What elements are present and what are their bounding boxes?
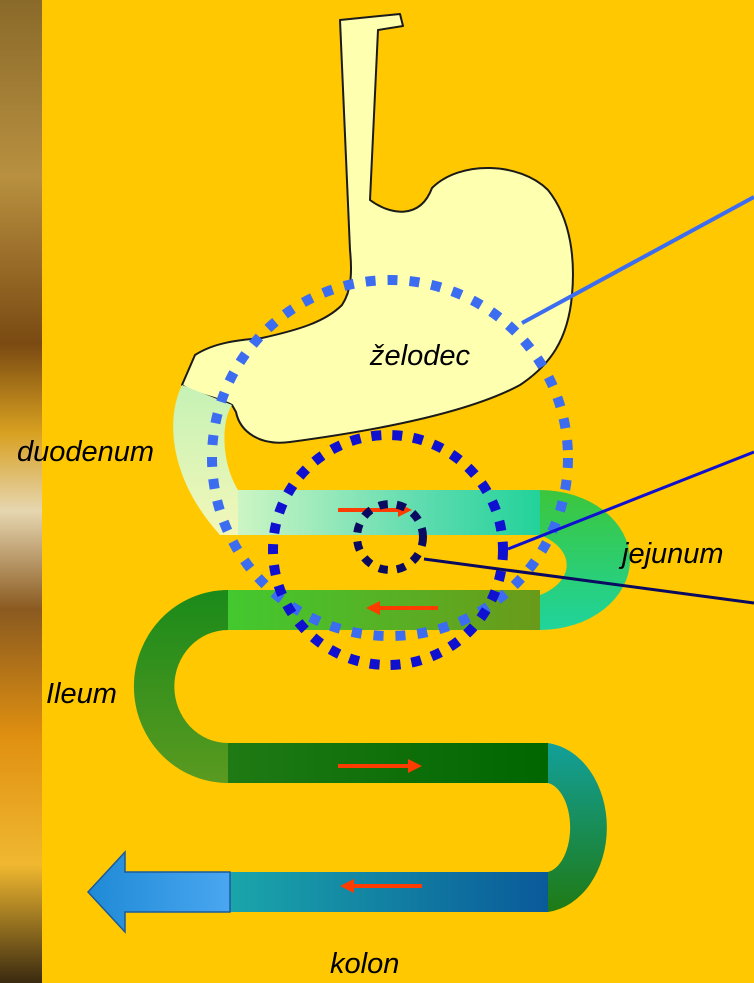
intestine-curve-right-lower [548,743,607,912]
colon-segment [228,872,548,912]
photo-strip [0,0,42,983]
intestine-curve-right-top [540,490,630,630]
ileum-label: Ileum [46,680,117,709]
stomach-shape [182,14,573,443]
zoom-circle-medium [273,435,503,665]
jejunum-label: jejunum [622,540,724,569]
intestine-curve-left-middle [134,590,228,783]
colon-exit-arrow-icon [88,852,230,932]
duodenum-curve [173,385,238,535]
colon-label: kolon [330,950,399,979]
duodenum-label: duodenum [17,438,154,467]
intestine-segment-lower [228,743,548,783]
stomach-label: želodec [370,342,470,371]
